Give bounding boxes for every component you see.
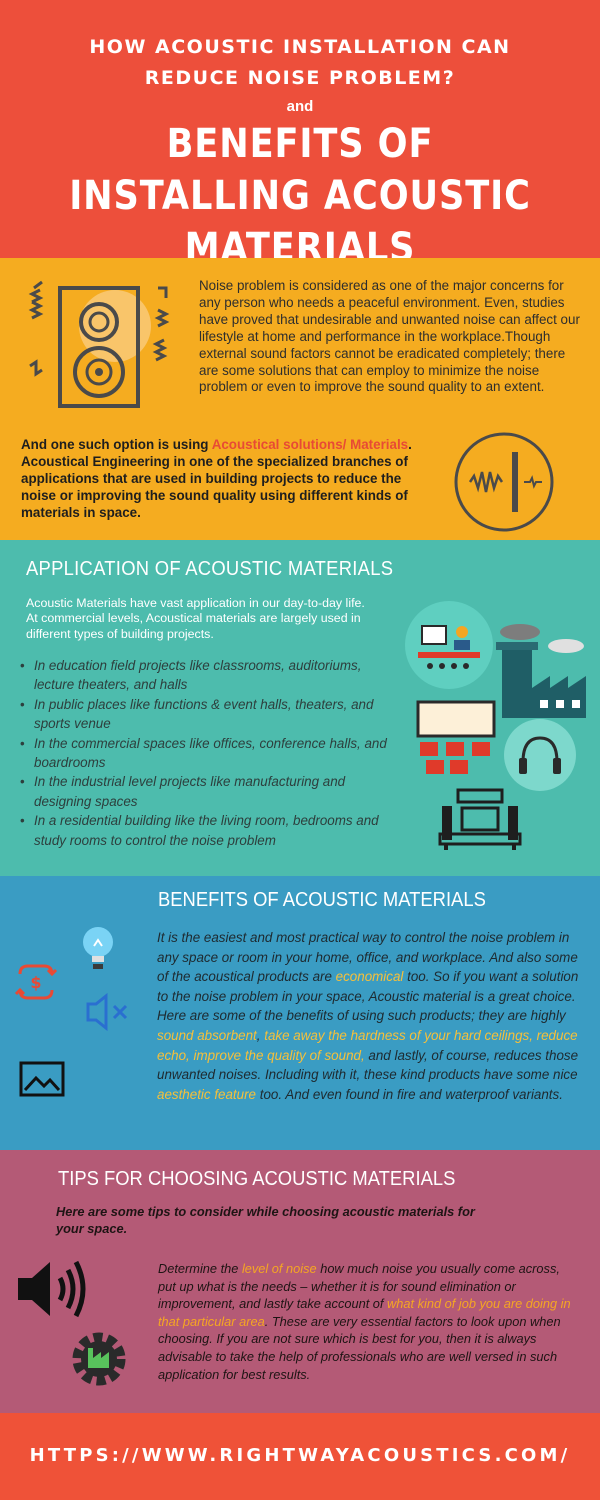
page-title: BENEFITS OF INSTALLING ACOUSTIC MATERIAL… <box>69 121 531 271</box>
option-lead: And one such option is using <box>21 437 212 452</box>
level-of-noise-highlight: level of noise <box>241 1261 317 1276</box>
application-list: In education field projects like classro… <box>20 656 405 850</box>
list-item: In a residential building like the livin… <box>20 811 405 850</box>
tips-text: how much noise you usually come across, … <box>158 1261 560 1312</box>
tips-section: TIPS FOR CHOOSING ACOUSTIC MATERIALS Her… <box>0 1150 600 1413</box>
header-connector: and <box>286 98 314 115</box>
intro-section: Noise problem is considered as one of th… <box>0 258 600 540</box>
benefits-text: , <box>256 1027 265 1043</box>
benefits-section: BENEFITS OF ACOUSTIC MATERIALS $ It is t… <box>0 876 600 1150</box>
list-item: In public places like functions & event … <box>20 695 405 734</box>
intro-option-text: And one such option is using Acoustical … <box>21 436 426 521</box>
theater-icon <box>416 700 496 774</box>
lightbulb-icon <box>83 927 113 969</box>
tips-text: Determine the <box>158 1261 242 1276</box>
benefits-text: It is the easiest and most practical way… <box>157 930 578 985</box>
economical-highlight: economical <box>335 969 404 985</box>
speaker-cabinet-icon <box>28 280 170 408</box>
tips-intro: Here are some tips to consider while cho… <box>56 1204 475 1236</box>
header: HOW ACOUSTIC INSTALLATION CAN REDUCE NOI… <box>0 0 600 271</box>
sound-wave-panel-icon <box>454 432 554 532</box>
list-item: In education field projects like classro… <box>20 656 405 695</box>
gear-factory-icon <box>72 1332 126 1386</box>
option-tail: . Acoustical Engineering in one of the s… <box>21 437 412 520</box>
image-icon <box>19 1061 65 1097</box>
application-section: APPLICATION OF ACOUSTIC MATERIALS Acoust… <box>0 540 600 876</box>
tips-paragraph: Determine the level of noise how much no… <box>158 1260 578 1383</box>
application-intro: Acoustic Materials have vast application… <box>26 596 365 641</box>
list-item: In the commercial spaces like offices, c… <box>20 734 405 773</box>
intro-paragraph: Noise problem is considered as one of th… <box>199 278 580 395</box>
factory-icon <box>496 624 586 718</box>
money-exchange-icon: $ <box>14 964 58 1000</box>
tips-title: TIPS FOR CHOOSING ACOUSTIC MATERIALS <box>58 1168 456 1190</box>
aesthetic-feature-highlight: aesthetic feature <box>157 1086 257 1102</box>
website-link[interactable]: HTTPS://WWW.RIGHTWAYACOUSTICS.COM/ <box>29 1445 571 1466</box>
acoustical-solutions-highlight: Acoustical solutions/ Materials <box>211 437 409 452</box>
job-type-highlight: what kind of job you are doing in that p… <box>158 1296 571 1329</box>
headphones-icon <box>504 719 576 791</box>
benefits-text: too. And even found in fire and waterpro… <box>256 1086 563 1102</box>
list-item: In the industrial level projects like ma… <box>20 772 405 811</box>
benefits-text: too. So if you want a solution to the no… <box>157 969 579 1024</box>
benefits-title: BENEFITS OF ACOUSTIC MATERIALS <box>158 889 486 911</box>
benefits-list-highlight: take away the hardness of your hard ceil… <box>157 1027 578 1063</box>
tips-text: . These are very essential factors to lo… <box>158 1313 561 1382</box>
loudspeaker-icon <box>18 1260 86 1318</box>
application-title: APPLICATION OF ACOUSTIC MATERIALS <box>26 558 394 580</box>
home-theater-icon <box>438 788 522 850</box>
benefits-text: and lastly, of course, reduces those unw… <box>157 1047 579 1083</box>
mute-icon <box>86 992 128 1032</box>
footer: HTTPS://WWW.RIGHTWAYACOUSTICS.COM/ <box>0 1413 600 1500</box>
svg-text:$: $ <box>30 973 41 992</box>
classroom-icon <box>405 601 493 689</box>
benefits-paragraph: It is the easiest and most practical way… <box>157 928 589 1104</box>
sound-absorbent-highlight: sound absorbent <box>157 1027 257 1043</box>
header-subtitle: HOW ACOUSTIC INSTALLATION CAN REDUCE NOI… <box>89 36 511 89</box>
